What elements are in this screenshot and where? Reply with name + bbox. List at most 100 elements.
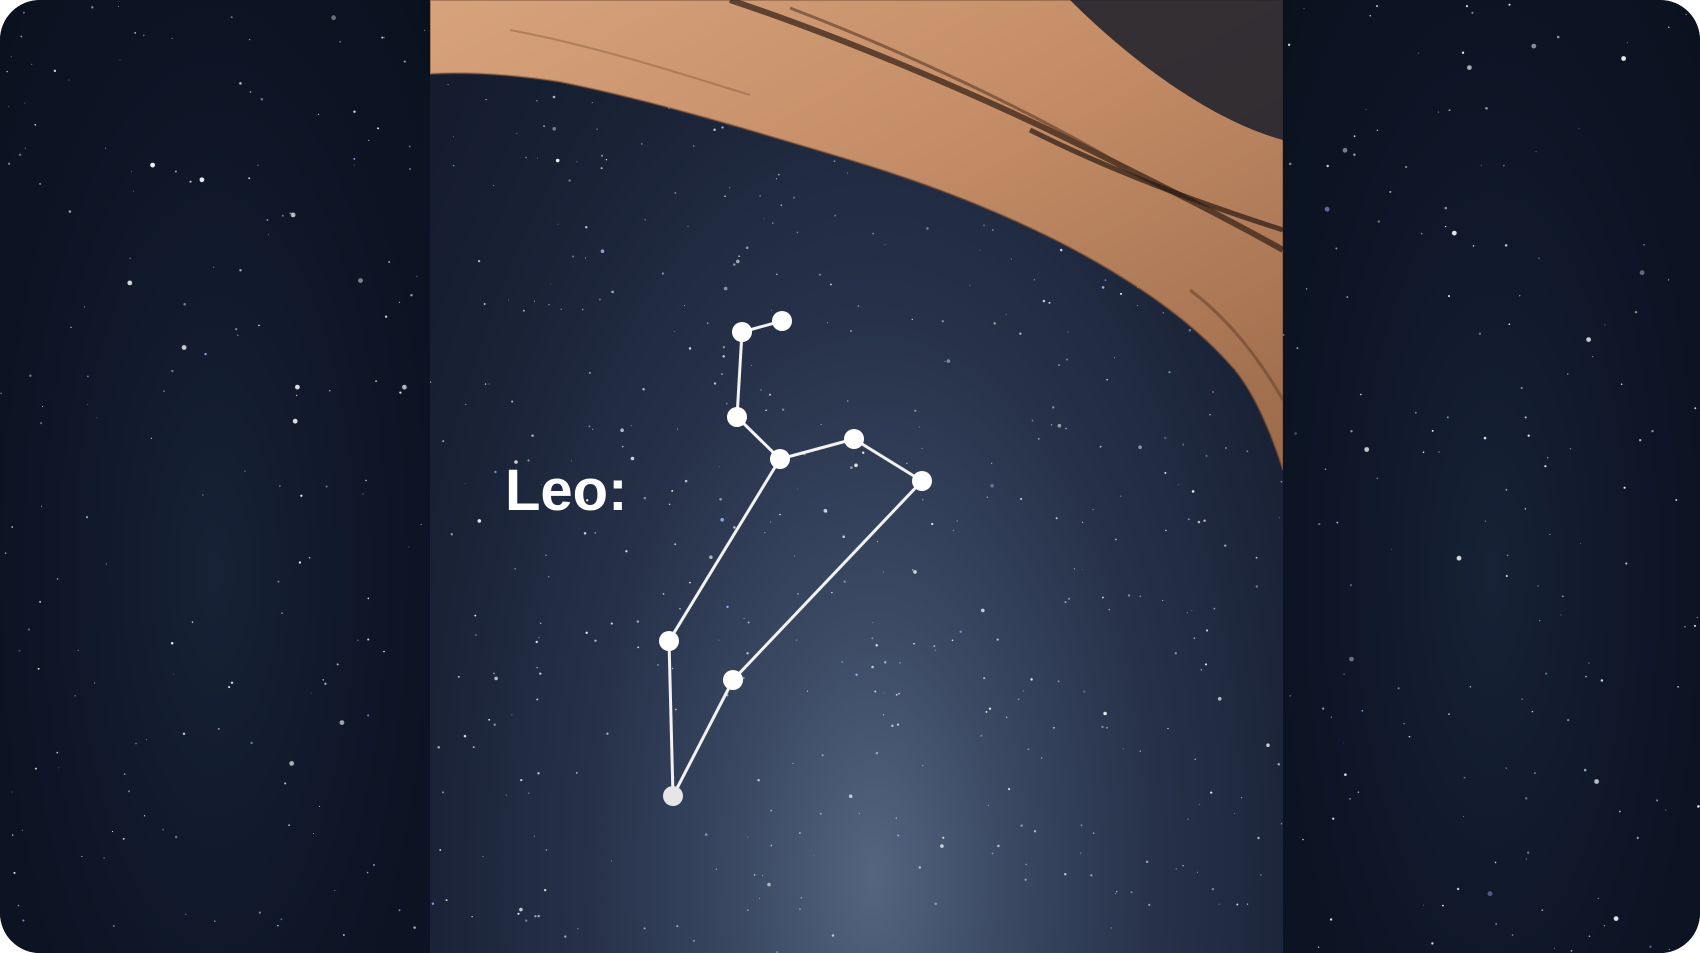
background-star	[796, 231, 799, 234]
background-star	[996, 638, 999, 641]
background-star	[959, 630, 962, 634]
background-star	[465, 482, 467, 484]
background-star	[1106, 726, 1108, 729]
background-star	[983, 676, 986, 680]
background-star	[185, 913, 187, 915]
background-star	[1353, 153, 1356, 156]
background-star	[1594, 779, 1599, 784]
background-star	[1104, 279, 1107, 282]
background-star	[388, 261, 391, 263]
background-star	[1376, 477, 1379, 480]
background-star	[1437, 111, 1440, 113]
background-star	[794, 555, 796, 557]
background-star	[531, 434, 534, 437]
background-star	[1080, 824, 1083, 827]
background-star	[1505, 574, 1508, 578]
background-star	[399, 391, 402, 394]
background-star	[39, 601, 41, 603]
background-star	[1048, 301, 1051, 304]
background-star	[53, 69, 57, 73]
background-star	[204, 352, 207, 356]
background-star	[861, 451, 865, 454]
background-star	[934, 902, 937, 906]
background-star	[1017, 698, 1020, 701]
background-star	[1472, 245, 1475, 247]
background-star	[290, 212, 296, 218]
background-star	[1212, 391, 1214, 393]
background-star	[471, 915, 473, 918]
background-star	[1188, 329, 1192, 332]
background-star	[1389, 190, 1392, 193]
background-star	[1471, 11, 1474, 14]
background-star	[762, 875, 763, 877]
background-star	[1266, 743, 1270, 747]
background-star	[706, 322, 709, 325]
background-star	[772, 222, 774, 224]
background-star	[1033, 279, 1036, 281]
background-star	[1041, 757, 1043, 759]
background-star	[1527, 851, 1530, 854]
background-star	[239, 269, 242, 272]
background-star	[398, 909, 401, 912]
background-star	[1119, 292, 1123, 295]
background-star	[1696, 616, 1698, 619]
background-star	[1335, 247, 1338, 250]
background-star	[362, 493, 364, 495]
background-star	[1283, 333, 1285, 337]
background-star	[1005, 314, 1007, 316]
background-star	[988, 707, 992, 710]
background-star	[1278, 517, 1281, 519]
background-star	[437, 746, 440, 749]
background-star	[537, 772, 540, 775]
background-star	[799, 832, 801, 834]
background-star	[759, 897, 761, 899]
background-star	[896, 723, 900, 726]
rock-arch	[430, 0, 1283, 471]
background-star	[18, 153, 22, 156]
background-star	[594, 531, 597, 534]
background-star	[142, 34, 145, 37]
background-star	[442, 791, 444, 794]
background-star	[1122, 748, 1124, 750]
background-star	[258, 911, 262, 914]
background-star	[1064, 601, 1067, 604]
background-star	[472, 746, 475, 749]
background-star	[1332, 817, 1335, 820]
background-star	[452, 164, 455, 167]
background-star	[465, 403, 467, 405]
background-star	[1194, 758, 1197, 761]
background-star	[1137, 305, 1139, 307]
background-star	[420, 523, 422, 526]
background-star	[1019, 332, 1022, 335]
background-star	[289, 761, 295, 766]
background-star	[981, 608, 985, 613]
background-star	[143, 815, 146, 817]
background-star	[1643, 244, 1645, 246]
background-star	[163, 390, 165, 393]
background-star	[1280, 823, 1283, 825]
background-star	[228, 686, 231, 689]
background-star	[596, 128, 598, 130]
background-star	[1296, 347, 1299, 350]
background-star	[1187, 818, 1189, 820]
background-star	[589, 372, 591, 374]
background-star	[883, 714, 885, 716]
background-star	[610, 622, 613, 625]
background-star	[1092, 832, 1095, 834]
background-star	[776, 273, 778, 276]
background-star	[1456, 555, 1462, 561]
background-star	[1058, 364, 1060, 366]
background-star	[528, 792, 530, 794]
background-star	[7, 162, 11, 165]
background-star	[367, 714, 370, 717]
background-star	[855, 673, 858, 676]
background-star	[202, 494, 204, 496]
background-star	[485, 98, 487, 101]
background-star	[1456, 887, 1460, 891]
background-star	[134, 32, 136, 34]
background-star	[277, 925, 279, 927]
background-star	[1287, 43, 1291, 47]
background-star	[11, 791, 13, 793]
background-star	[1520, 386, 1523, 390]
